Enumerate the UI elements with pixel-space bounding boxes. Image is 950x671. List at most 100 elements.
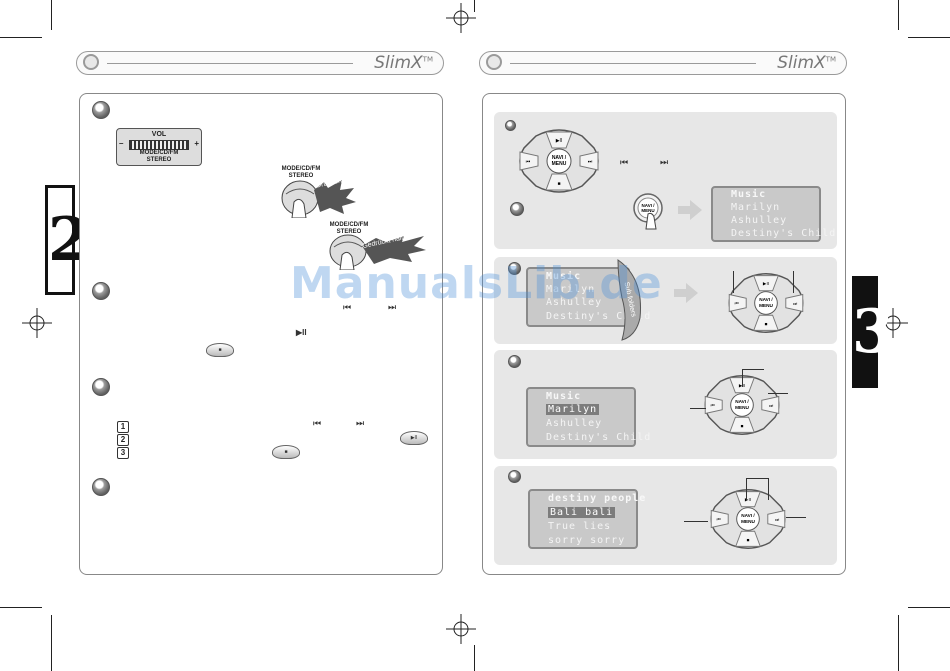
crop-mark: [51, 0, 52, 30]
lcd-item: Ashulley: [546, 418, 603, 429]
svg-text:▶II: ▶II: [763, 281, 769, 286]
navigation-dpad-icon: NAVI / MENU ▶II ■ ⏮ ⏭: [519, 129, 599, 193]
crop-mark: [474, 0, 475, 12]
lcd-title: destiny people: [548, 493, 647, 504]
mode-button-label: MODE/CD/FM STEREO: [329, 222, 369, 235]
lcd-screen: destiny people Bali bali True lies sorry…: [528, 489, 645, 549]
lcd-item-selected: Marilyn: [546, 404, 600, 415]
lcd-item: True lies: [548, 521, 612, 532]
play-button-icon: ▶II: [400, 431, 428, 445]
svg-text:⏭: ⏭: [769, 403, 774, 408]
callout-line: [742, 369, 764, 370]
section-bullet-icon: [505, 120, 516, 131]
watermark-text: ManualsLib.de: [290, 258, 663, 309]
crop-mark: [474, 645, 475, 671]
svg-text:NAVI /: NAVI /: [759, 297, 773, 302]
prev-track-icon: ⏮: [343, 302, 352, 312]
chapter-tab-right: 3: [852, 276, 894, 388]
page-curl-icon: [617, 259, 642, 341]
prev-track-icon: ⏮: [620, 157, 629, 167]
volume-control-illustration: VOL – + MODE/CD/FM STEREO: [116, 128, 202, 166]
registration-mark-icon: [446, 3, 476, 33]
lcd-title: Music: [546, 391, 582, 402]
crop-mark: [908, 37, 950, 38]
stop-button-icon: ■: [272, 445, 300, 459]
registration-mark-icon: [878, 308, 908, 338]
svg-text:MENU: MENU: [759, 303, 773, 308]
registration-mark-icon: [446, 614, 476, 644]
lcd-item: Destiny's Child: [546, 311, 652, 322]
svg-text:■: ■: [557, 181, 560, 187]
header-ball-icon: [83, 54, 99, 70]
svg-text:■: ■: [741, 424, 744, 429]
next-track-icon: ⏭: [388, 302, 397, 312]
svg-text:⏭: ⏭: [775, 517, 780, 522]
section-bullet-icon: [92, 478, 110, 496]
svg-text:■: ■: [747, 538, 750, 543]
play-pause-icon: ▶II: [296, 328, 307, 337]
lcd-item: Destiny's Child: [546, 432, 652, 443]
vol-slider-track: [129, 140, 189, 150]
header-ball-icon: [486, 54, 502, 70]
header-line: [107, 63, 353, 64]
section-bullet-icon: [92, 101, 110, 119]
section-bullet-icon: [508, 470, 521, 483]
navigation-dpad-icon: NAVI / MENU ▶II ■ ⏮ ⏭: [710, 489, 786, 549]
section-bullet-icon: [92, 378, 110, 396]
callout-line: [746, 478, 768, 479]
svg-text:⏮: ⏮: [735, 301, 739, 306]
lcd-screen: Music Marilyn Ashulley Destiny's Child: [526, 387, 650, 447]
crop-mark: [908, 607, 950, 608]
crop-mark: [0, 607, 42, 608]
arrow-right-icon: [674, 283, 698, 303]
callout-line: [768, 393, 788, 394]
page-header-left: SlimXTM: [76, 51, 444, 75]
step-number: 3: [117, 447, 129, 459]
callout-line: [746, 478, 747, 500]
svg-text:NAVI /: NAVI /: [741, 513, 755, 518]
section-bullet-icon: [92, 282, 110, 300]
vol-mode-label: MODE/CD/FM STEREO: [139, 150, 179, 163]
section-bullet-icon: [508, 262, 521, 275]
svg-text:■: ■: [765, 322, 768, 327]
svg-text:⏮: ⏮: [526, 159, 531, 165]
vol-plus: +: [194, 139, 199, 148]
lcd-item: Marilyn: [546, 284, 596, 295]
svg-text:⏭: ⏭: [793, 301, 798, 306]
svg-text:⏮: ⏮: [711, 403, 715, 408]
section-bullet-icon: [510, 202, 524, 216]
lcd-item: Ashulley: [546, 297, 603, 308]
lcd-item: Marilyn: [546, 404, 600, 415]
lcd-title: Music: [731, 189, 767, 200]
crop-mark: [51, 615, 52, 671]
svg-text:MENU: MENU: [741, 519, 755, 524]
navigation-dpad-icon: NAVI / MENU ▶II ■ ⏮ ⏭: [704, 375, 780, 435]
registration-mark-icon: [22, 308, 52, 338]
svg-text:⏭: ⏭: [588, 159, 593, 165]
vol-slider: – +: [119, 139, 199, 150]
mode-button-label: MODE/CD/FM STEREO: [281, 166, 321, 179]
callout-line: [768, 478, 769, 500]
svg-text:▶II: ▶II: [745, 497, 751, 502]
navi-menu-press-icon: NAVI / MENU: [633, 193, 663, 230]
svg-text:NAVI /: NAVI /: [642, 203, 656, 208]
next-track-icon: ⏭: [660, 157, 669, 167]
step-number: 2: [117, 434, 129, 446]
crop-mark: [898, 615, 899, 671]
callout-line: [733, 271, 734, 293]
header-line: [510, 63, 756, 64]
svg-text:MENU: MENU: [641, 208, 654, 213]
callout-line: [690, 408, 706, 409]
lcd-item: Ashulley: [731, 215, 788, 226]
svg-text:NAVI /: NAVI /: [552, 155, 567, 161]
svg-text:MENU: MENU: [552, 161, 567, 167]
mode-button-hold-icon: [329, 234, 426, 270]
lcd-screen: Music Marilyn Ashulley Destiny's Child: [711, 186, 835, 242]
callout-line: [786, 517, 806, 518]
left-panel: [79, 93, 443, 575]
lcd-title: Music: [546, 271, 582, 282]
brand-logo: SlimXTM: [374, 53, 433, 73]
chapter-tab-left: 2: [45, 185, 90, 295]
lcd-item: Destiny's Child: [731, 228, 837, 239]
navigation-dpad-icon: NAVI / MENU ▶II ■ ⏮ ⏭: [728, 273, 804, 333]
